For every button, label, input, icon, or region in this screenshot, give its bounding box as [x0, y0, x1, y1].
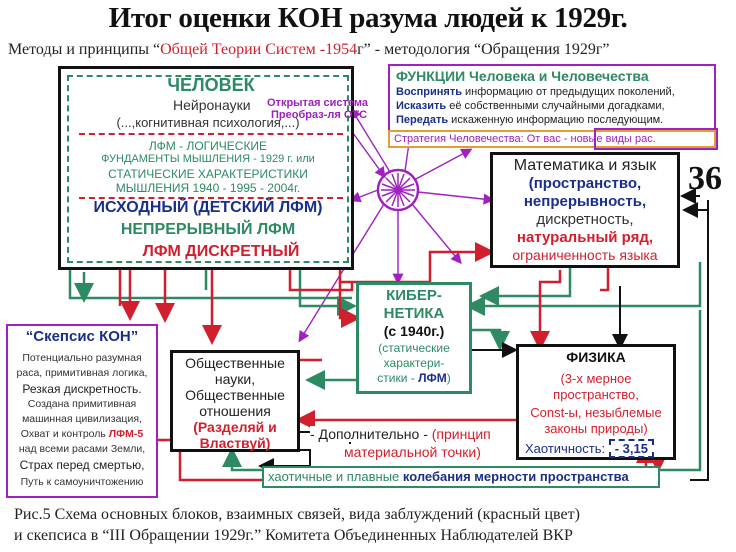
lfm-line4: МЫШЛЕНИЯ 1940 - 1995 - 2004г. — [115, 181, 301, 195]
functions-line3: Передать искаженную информацию последующ… — [396, 114, 663, 126]
central-star-icon — [376, 168, 420, 212]
neuro-label: Нейронауки — [173, 97, 251, 113]
skepsis-line4: Создана примитивная — [27, 398, 137, 410]
functions-line2-rest: её собственными случайными догадками, — [446, 100, 665, 112]
social-line2: науки, — [214, 371, 256, 387]
subtitle-part3: г” - методология “Обращения 1929г” — [357, 41, 610, 58]
physics-line1: (3-х мерное — [560, 371, 632, 386]
skepsis-line7: над всеми расами Земли, — [18, 443, 146, 455]
cyber-line1: КИБЕР- — [386, 287, 442, 304]
page-number: 36 — [688, 160, 722, 197]
cyber-line4: (статические — [378, 341, 450, 355]
math-line4: натуральный ряд, — [516, 229, 654, 246]
subtitle-ots: Общей Теории Систем -1954 — [160, 41, 358, 58]
social-line6: Властвуй) — [199, 435, 271, 451]
skepsis-line5: машинная цивилизация, — [22, 413, 142, 425]
lfm-line3: СТАТИЧЕСКИЕ ХАРАКТЕРИСТИКИ — [108, 167, 308, 181]
chaos-line: Хаотичность: - 3,15 — [525, 439, 654, 458]
skepsis-line3: Резкая дискретность. — [22, 382, 142, 396]
human-title: ЧЕЛОВЕК — [167, 75, 255, 95]
social-line3: Общественные — [185, 387, 285, 403]
figure-caption: Рис.5 Схема основных блоков, взаимных св… — [14, 504, 730, 546]
strip-bold-text: колебания мерности пространства — [402, 469, 629, 484]
caption-line1: Рис.5 Схема основных блоков, взаимных св… — [14, 506, 580, 523]
skepsis-line6-text: Охват и контроль — [20, 428, 109, 440]
cyber-line2: НЕТИКА — [383, 305, 445, 322]
math-line5: ограниченность языка — [512, 247, 658, 263]
transform-label: Преобраз-ля ОТС — [271, 109, 368, 121]
math-line1: (пространство, — [528, 175, 642, 192]
social-line4: отношения — [199, 403, 271, 419]
caption-line2: и скепсиса в “III Обращении 1929г.” Коми… — [14, 527, 573, 544]
subtitle: Методы и принципы “Общей Теории Систем -… — [8, 41, 732, 59]
math-title: Математика и язык — [513, 157, 657, 174]
material-point-label: материальной точки) — [344, 444, 481, 460]
math-box: Математика и язык (пространство, непреры… — [490, 152, 680, 268]
skepsis-line9: Путь к самоуничтожению — [20, 476, 144, 488]
initial-lfm-label: ИСХОДНЫЙ (ДЕТСКИЙ ЛФМ) — [93, 199, 323, 216]
human-box: ЧЕЛОВЕК Нейронауки Открытая система Прео… — [58, 66, 368, 270]
social-line1: Общественные — [185, 355, 285, 371]
skepsis-line6: Охват и контроль ЛФМ-5 — [8, 428, 156, 440]
functions-line1-rest: информацию от предыдущих поколений, — [461, 86, 675, 98]
cyber-line6-close: ) — [446, 371, 451, 385]
additional-text: - Дополнительно - — [310, 426, 432, 442]
social-line5: (Разделяй и — [193, 419, 277, 435]
cognitive-label: (...,когнитивная психология,...) — [116, 115, 300, 130]
skepsis-line2: раса, примитивная логика, — [16, 367, 148, 379]
physics-line4: законы природы) — [544, 421, 648, 436]
cyber-line3: (с 1940г.) — [383, 323, 445, 339]
functions-line2: Исказить её собственными случайными дога… — [396, 100, 665, 112]
strip-text: хаотичные и плавные — [268, 469, 403, 484]
dimension-strip: хаотичные и плавные колебания мерности п… — [262, 466, 660, 488]
discrete-lfm-label: ЛФМ ДИСКРЕТНЫЙ — [121, 243, 321, 261]
open-system-label: Открытая система — [267, 97, 369, 109]
physics-box: ФИЗИКА (3-х мерное пространство, Const-ы… — [516, 344, 676, 460]
perceive-word: Воспринять — [396, 86, 462, 98]
skepsis-title: “Скепсис КОН” — [25, 328, 139, 345]
lfm-line2: ФУНДАМЕНТЫ МЫШЛЕНИЯ - 1929 г. или — [101, 153, 315, 165]
lfm5-label: ЛФМ-5 — [108, 428, 144, 440]
cyber-lfm: ЛФМ — [418, 371, 447, 385]
functions-line3-rest: искаженную информацию последующим. — [448, 114, 664, 126]
page-title: Итог оценки КОН разума людей к 1929г. — [108, 2, 628, 34]
skepsis-line1: Потенциально разумная — [22, 352, 142, 364]
strategy-highlight — [594, 128, 718, 150]
cyber-line6-text: стики - — [377, 371, 419, 385]
cybernetics-box: КИБЕР- НЕТИКА (с 1940г.) (статические ха… — [356, 282, 472, 394]
physics-title: ФИЗИКА — [566, 349, 626, 365]
cyber-line5: характери- — [383, 356, 445, 370]
functions-box: ФУНКЦИИ Человека и Человечества Восприня… — [388, 64, 716, 132]
physics-line3: Const-ы, незыблемые — [530, 405, 662, 420]
physics-line2: пространство, — [553, 387, 639, 402]
chaos-value: - 3,15 — [608, 439, 654, 458]
strategy-strip: Стратегия Человечества: От вас - новые в… — [388, 130, 716, 148]
principle-text: (принцип — [431, 426, 491, 442]
math-line3: дискретность, — [536, 211, 634, 228]
skepsis-box: “Скепсис КОН” Потенциально разумная раса… — [6, 324, 158, 498]
transmit-word: Передать — [396, 114, 449, 126]
cyber-line6: стики - ЛФМ) — [359, 371, 469, 385]
functions-line1: Воспринять информацию от предыдущих поко… — [396, 86, 675, 98]
additional-label: - Дополнительно - (принцип — [310, 426, 491, 442]
continuous-lfm-label: НЕПРЕРЫВНЫЙ ЛФМ — [120, 221, 296, 238]
skepsis-line8: Страх перед смертью, — [19, 458, 145, 472]
strategy-text: Стратегия Человечества: От вас - новые в… — [394, 133, 656, 145]
math-line2: непрерывность, — [523, 193, 647, 210]
subtitle-part1: Методы и принципы “ — [8, 41, 161, 58]
functions-title: ФУНКЦИИ Человека и Человечества — [396, 68, 649, 84]
social-box: Общественные науки, Общественные отношен… — [170, 350, 300, 452]
lfm-line1: ЛФМ - ЛОГИЧЕСКИЕ — [148, 139, 268, 153]
chaos-label: Хаотичность: — [525, 441, 609, 456]
distort-word: Исказить — [396, 100, 447, 112]
